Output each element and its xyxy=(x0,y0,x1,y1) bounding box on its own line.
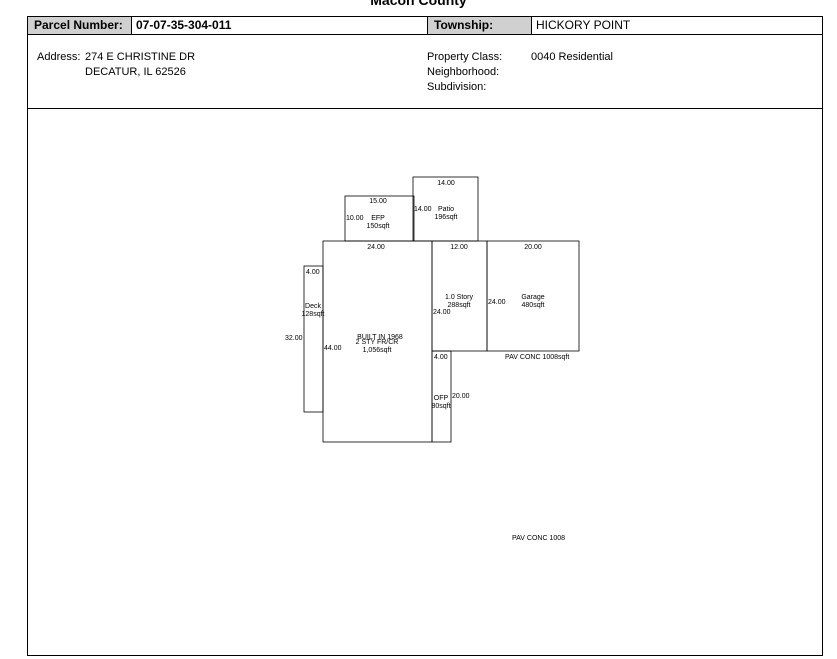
deck-label: Deck xyxy=(305,303,321,310)
header-divider xyxy=(28,34,822,35)
main-house-top-dimension: 24.00 xyxy=(367,244,385,251)
efp-label: EFP xyxy=(371,215,385,222)
built-year-label: BUILT IN 1968 xyxy=(357,334,403,341)
township-value: HICKORY POINT xyxy=(536,18,631,32)
efp-top-dimension: 15.00 xyxy=(369,198,387,205)
pav-conc-label-upper: PAV CONC 1008sqft xyxy=(505,354,569,361)
main-house-label: 2 STY FR/CR xyxy=(356,339,399,346)
main-house-side-dimension: 44.00 xyxy=(324,345,342,352)
ofp-top-dimension: 4.00 xyxy=(434,354,448,361)
deck-side-dimension: 32.00 xyxy=(285,335,303,342)
one-story-area: 288sqft xyxy=(448,302,471,309)
parcel-number-value: 07-07-35-304-011 xyxy=(136,18,232,32)
subdivision-label: Subdivision: xyxy=(427,81,487,93)
ofp-outline xyxy=(431,350,452,443)
ofp-label: OFP xyxy=(434,395,449,402)
ofp-area: 80sqft xyxy=(431,403,450,410)
garage-label: Garage xyxy=(521,294,544,301)
deck-top-dimension: 4.00 xyxy=(306,269,320,276)
township-label: Township: xyxy=(428,17,531,34)
address-line-2: DECATUR, IL 62526 xyxy=(85,66,186,78)
deck-outline xyxy=(303,265,324,413)
property-class-value: 0040 Residential xyxy=(531,51,613,63)
patio-label: Patio xyxy=(438,206,454,213)
efp-area: 150sqft xyxy=(367,223,390,230)
patio-top-dimension: 14.00 xyxy=(437,180,455,187)
pav-conc-label-lower: PAV CONC 1008 xyxy=(512,535,565,542)
garage-area: 480sqft xyxy=(522,302,545,309)
address-label: Address: xyxy=(37,51,81,63)
garage-outline xyxy=(486,240,580,352)
divider xyxy=(427,17,428,34)
property-class-label: Property Class: xyxy=(427,51,503,63)
one-story-label: 1.0 Story xyxy=(445,294,474,301)
county-title: Macon County xyxy=(370,0,467,8)
main-house-area: 1,056sqft xyxy=(363,347,392,354)
garage-side-dimension: 24.00 xyxy=(488,299,506,306)
patio-side-dimension: 14.00 xyxy=(414,206,432,213)
efp-side-dimension: 10.00 xyxy=(346,215,364,222)
building-sketch: 15.00 10.00 EFP 150sqft 14.00 14.00 Pati… xyxy=(285,176,580,542)
patio-area: 196sqft xyxy=(435,214,458,221)
one-story-top-dimension: 12.00 xyxy=(450,244,468,251)
info-divider xyxy=(28,108,822,109)
neighborhood-label: Neighborhood: xyxy=(427,66,500,78)
property-card: Parcel Number: 07-07-35-304-011 Township… xyxy=(27,16,823,656)
divider xyxy=(131,17,132,34)
parcel-number-label: Parcel Number: xyxy=(28,17,131,34)
address-line-1: 274 E CHRISTINE DR xyxy=(85,51,196,63)
one-story-side-dimension: 24.00 xyxy=(433,309,451,316)
ofp-side-dimension: 20.00 xyxy=(452,393,470,400)
garage-top-dimension: 20.00 xyxy=(524,244,542,251)
divider xyxy=(531,17,532,34)
deck-area: 128sqft xyxy=(302,311,325,318)
